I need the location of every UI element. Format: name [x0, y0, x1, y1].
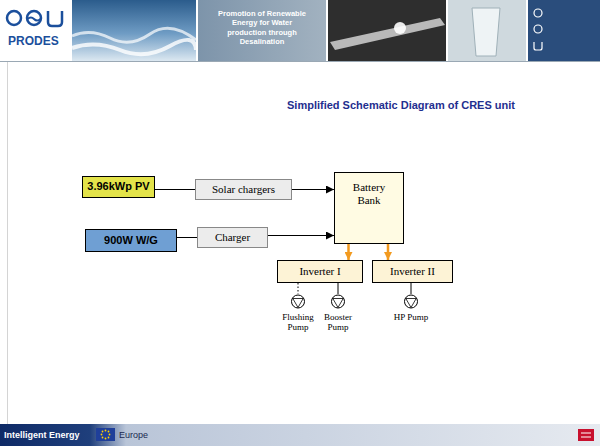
footer-text: Intelligent Energy: [4, 430, 80, 441]
connector: [411, 283, 412, 294]
logo-stripe: [581, 433, 591, 434]
charger-box: Solar chargers: [195, 179, 292, 200]
wave: [72, 40, 196, 54]
pump: Booster Pump: [318, 294, 358, 333]
pump-impeller: [293, 299, 303, 308]
connector: [347, 244, 350, 260]
flag-field: [96, 428, 115, 441]
flag-star: [102, 437, 104, 439]
wind-generator-box: 900W W/G: [85, 229, 177, 252]
battery-box: Battery Bank: [334, 172, 404, 244]
node-label: Inverter I: [299, 265, 340, 278]
logo-text: PRODES: [8, 34, 59, 49]
connector: [387, 244, 390, 260]
inverter-box: Inverter I: [277, 260, 363, 283]
charger-box: Charger: [197, 227, 268, 248]
node-label: HP Pump: [394, 312, 428, 322]
pv-box: 3.96kWp PV: [82, 176, 155, 198]
logo-stripe: [581, 437, 591, 438]
slide-border: [7, 62, 8, 424]
logo-circle: [27, 11, 41, 25]
pump-impeller: [406, 299, 416, 308]
sea-photo: [72, 0, 196, 61]
logo-cup: [48, 11, 62, 26]
node-label: Inverter II: [390, 265, 435, 278]
connector: [177, 237, 197, 238]
node-label: Booster Pump: [318, 312, 358, 333]
pump-symbol: [403, 294, 419, 309]
flag-star: [102, 431, 104, 433]
connector: [292, 189, 334, 190]
flag-star: [101, 434, 103, 436]
node-label: Battery Bank: [347, 181, 391, 207]
flag-star: [109, 434, 111, 436]
connector: [155, 189, 195, 190]
node-label: Flushing Pump: [278, 312, 318, 333]
logo-block: [578, 429, 594, 441]
water-glass: [472, 8, 500, 56]
collector-photo: [328, 0, 446, 61]
connector: [298, 283, 299, 294]
footer-bar: [0, 424, 600, 446]
pump-impeller: [333, 299, 343, 308]
sun-glint: [394, 22, 406, 34]
pump-casing: [405, 295, 418, 308]
logo-wave: [28, 18, 41, 21]
diagram-title: Simplified Schematic Diagram of CRES uni…: [287, 99, 515, 111]
node-label: 900W W/G: [104, 234, 158, 247]
pump-symbol: [330, 294, 346, 309]
connector: [338, 283, 339, 294]
node-label: Charger: [215, 231, 250, 244]
node-label: 3.96kWp PV: [87, 180, 149, 193]
collector-trough: [330, 18, 445, 50]
header-text: Promotion of Renewable Energy for Water …: [216, 9, 308, 47]
corner-icon: [534, 9, 542, 17]
logo-icons: [7, 11, 62, 26]
connector: [268, 235, 334, 236]
logo-circle: [7, 11, 21, 25]
inverter-box: Inverter II: [372, 260, 453, 283]
flag-star: [105, 430, 107, 432]
flag-star: [108, 431, 110, 433]
pump: Flushing Pump: [278, 294, 318, 333]
flag-star: [108, 437, 110, 439]
glass-photo: [448, 0, 526, 61]
pump: HP Pump: [392, 294, 430, 322]
footer-text: Europe: [119, 430, 148, 441]
corner-icon: [534, 25, 542, 33]
header-panel: [198, 0, 326, 61]
header-rule: [0, 61, 600, 62]
footer-logo: [578, 429, 594, 441]
pump-casing: [292, 295, 305, 308]
header-corner: [528, 0, 600, 61]
pump-symbol: [290, 294, 306, 309]
node-label: Solar chargers: [212, 183, 275, 196]
flag-star: [105, 438, 107, 440]
corner-icon: [534, 42, 542, 50]
pump-casing: [332, 295, 345, 308]
wave: [72, 28, 196, 42]
eu-flag: [96, 428, 115, 441]
